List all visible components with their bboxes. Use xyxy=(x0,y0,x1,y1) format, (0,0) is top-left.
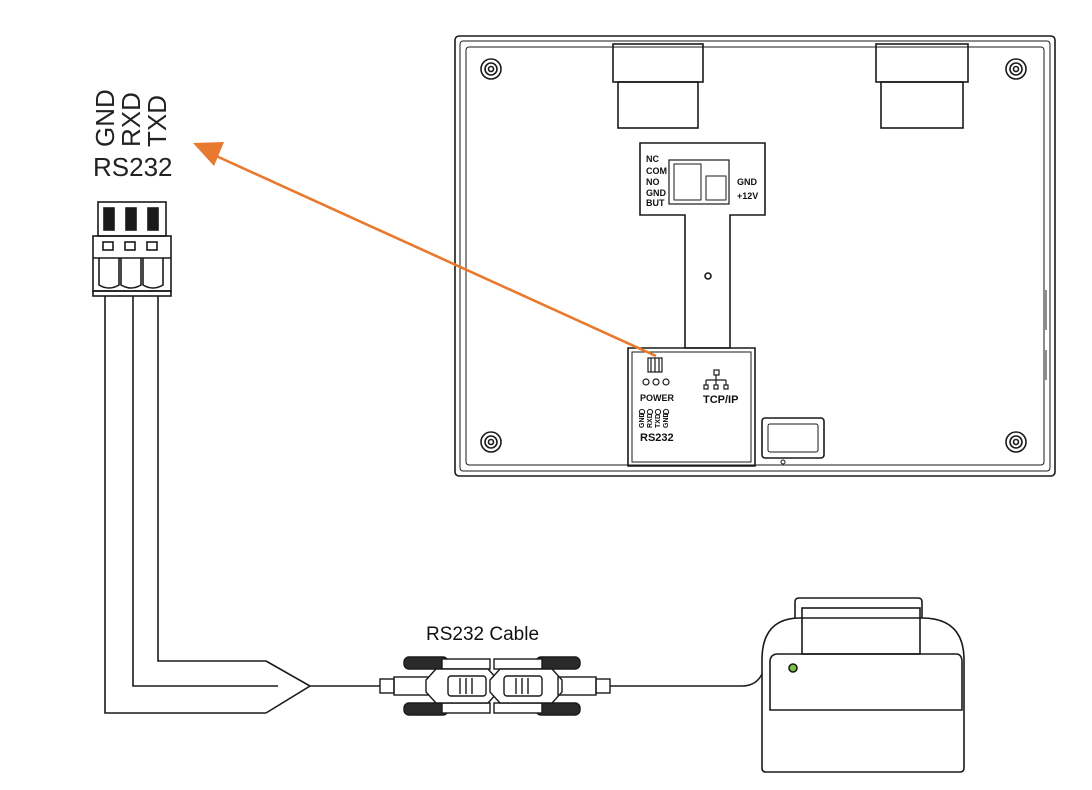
printer-status-led xyxy=(788,663,798,673)
interface-module xyxy=(627,347,756,467)
mounting-hole xyxy=(480,431,502,453)
relay-pin-labels: NC COM NO GND BUT xyxy=(646,154,667,208)
side-slot xyxy=(761,417,825,459)
power-label: POWER xyxy=(640,393,675,403)
module-rs232-pin-label: RXD xyxy=(647,413,654,428)
connection-arrow xyxy=(193,142,657,358)
relay-pin-label: COM xyxy=(646,166,667,176)
power-pin-label: +12V xyxy=(737,191,758,201)
device-back-panel xyxy=(454,35,1056,477)
rs232-cable xyxy=(310,656,763,716)
rs232-pin-dots xyxy=(638,408,670,416)
relay-pin-label: NO xyxy=(646,177,660,187)
relay-connector xyxy=(673,163,702,201)
terminal-pin-label-rxd: RXD xyxy=(116,92,146,147)
mount-bracket-right xyxy=(875,43,969,129)
mounting-hole xyxy=(1005,58,1027,80)
terminal-pin-label-txd: TXD xyxy=(142,95,172,147)
relay-pin-label: GND xyxy=(646,188,667,198)
relay-pin-label: NC xyxy=(646,154,659,164)
power-connector xyxy=(705,175,727,201)
power-jack-icon xyxy=(642,357,670,386)
terminal-block xyxy=(92,201,172,297)
rs232-wires xyxy=(104,296,312,714)
power-pin-label: GND xyxy=(737,177,758,187)
terminal-pin-label-gnd: GND xyxy=(90,89,120,147)
terminal-block-label: RS232 xyxy=(93,152,173,182)
mounting-hole xyxy=(480,58,502,80)
module-rs232-pin-label: GND xyxy=(663,412,670,428)
cable-caption: RS232 Cable xyxy=(426,624,539,645)
mounting-hole xyxy=(1005,431,1027,453)
module-rs232-pin-label: TXD xyxy=(655,414,662,428)
module-rs232-pin-label: GND xyxy=(639,412,646,428)
printer xyxy=(761,597,965,773)
module-rs232-pins: GND RXD TXD GND xyxy=(639,412,670,428)
module-rs232-label: RS232 xyxy=(640,432,674,444)
relay-pin-label: BUT xyxy=(646,198,665,208)
terminal-pin-labels: GND RXD TXD xyxy=(90,89,172,147)
network-label: TCP/IP xyxy=(703,394,738,406)
power-pin-labels: GND +12V xyxy=(737,177,758,201)
mount-bracket-left xyxy=(612,43,704,129)
network-icon xyxy=(703,369,729,390)
